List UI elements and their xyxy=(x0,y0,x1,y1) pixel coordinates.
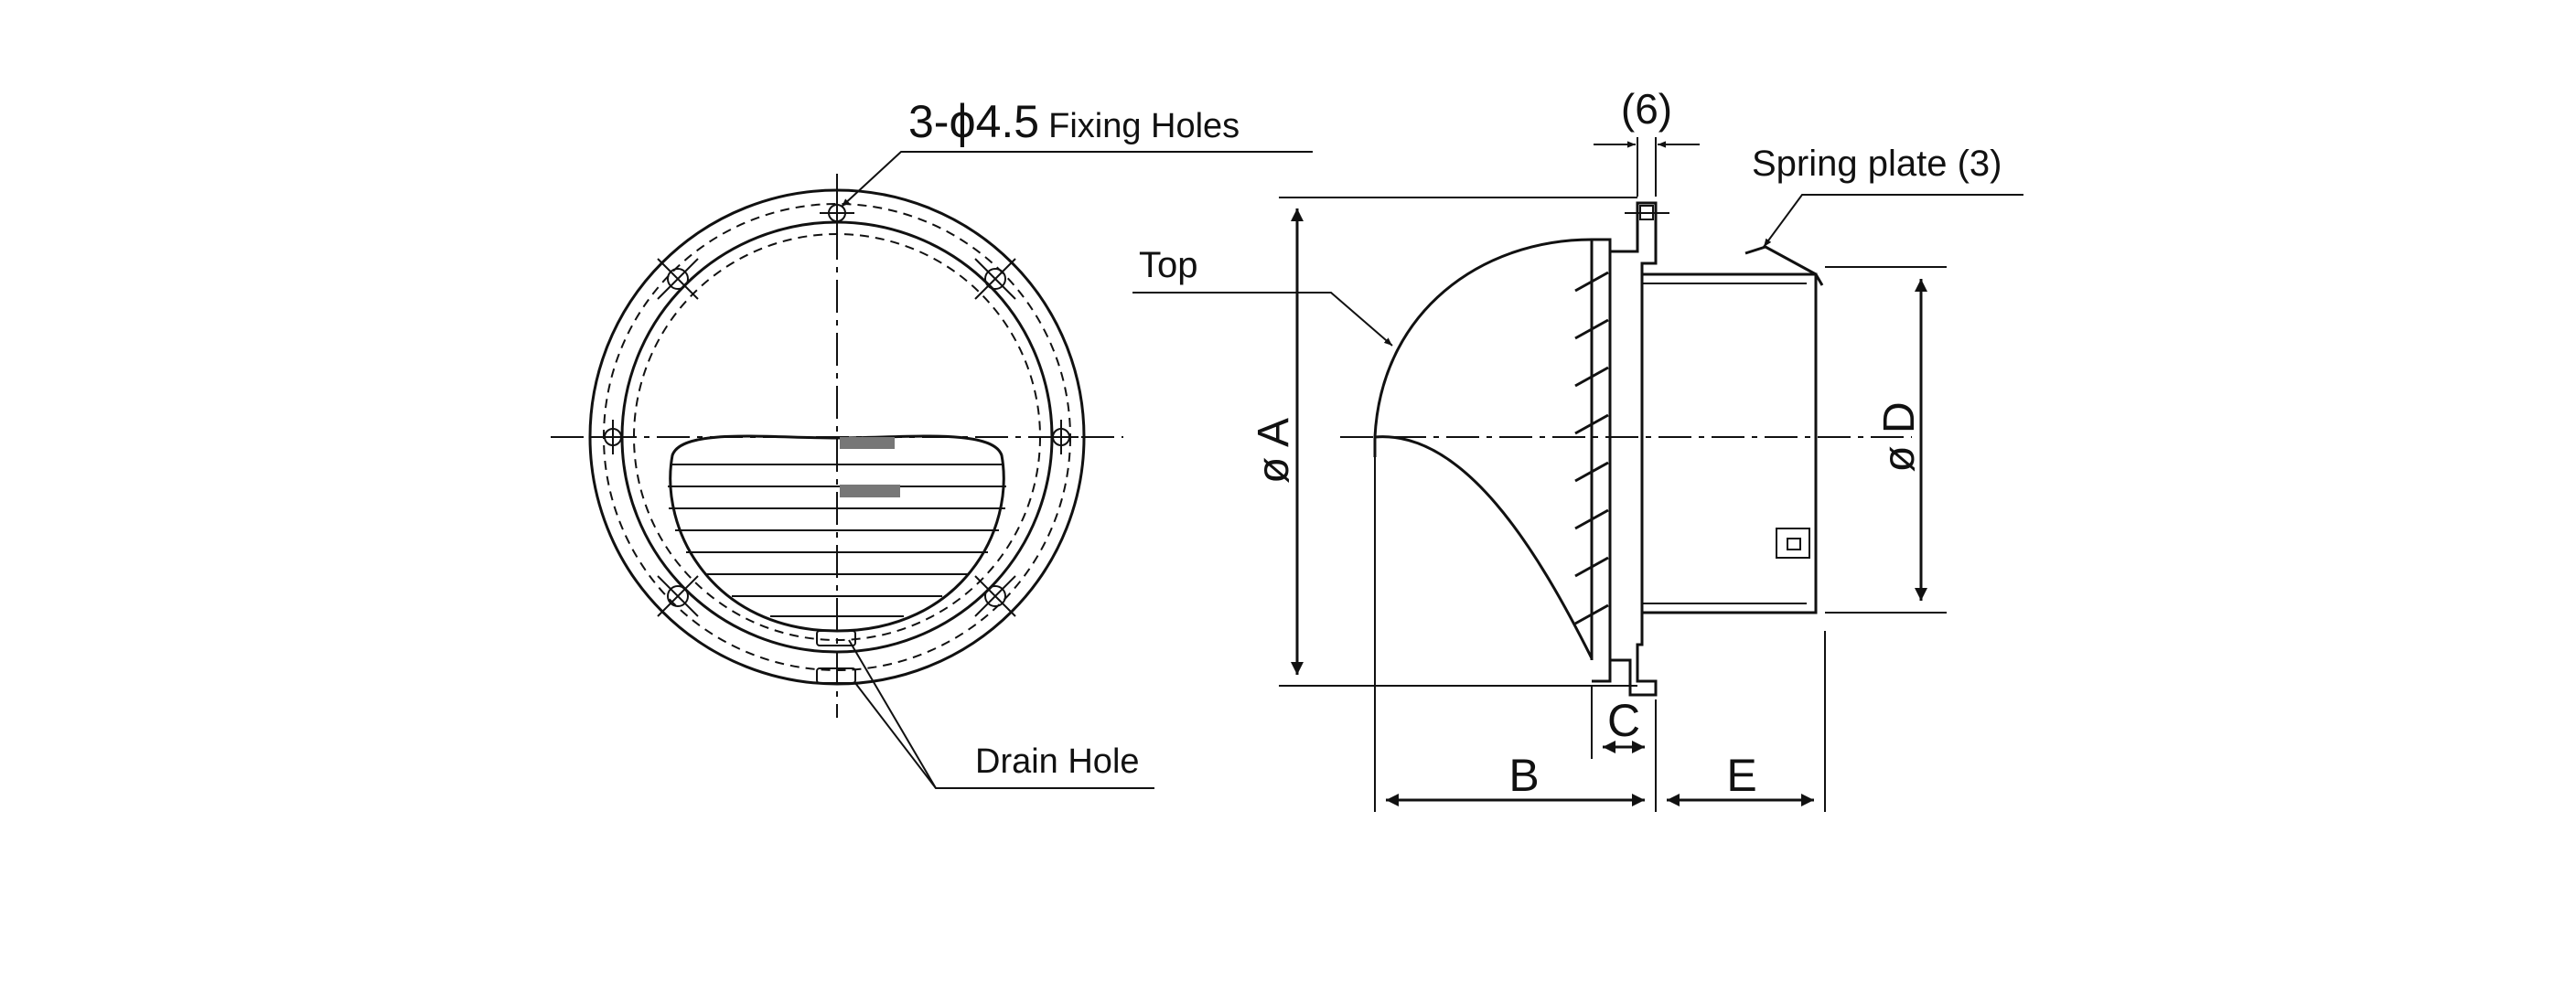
fixing-hole-upper-right xyxy=(984,268,1006,290)
dimension-b: B xyxy=(1374,457,1657,812)
mesh-patch-lower xyxy=(840,485,900,497)
dim-a-label: ø A xyxy=(1250,418,1298,484)
dimension-6: (6) xyxy=(1594,85,1700,197)
fixing-hole-lower-right xyxy=(984,585,1006,607)
dim-b-label: B xyxy=(1508,750,1539,801)
drain-hole-outer xyxy=(816,667,856,684)
side-view: (6) ø A ø D B C xyxy=(1132,85,2023,812)
hood-rim-hidden xyxy=(633,233,1041,641)
spring-plate-label: Spring plate (3) xyxy=(1752,144,2002,184)
dim-c-label: C xyxy=(1607,695,1640,746)
louver-frame xyxy=(1592,238,1612,683)
top-label: Top xyxy=(1139,245,1198,285)
fixing-holes-leader xyxy=(841,151,1313,208)
louver-outline xyxy=(669,434,1005,633)
dim-d-label: ø D xyxy=(1875,401,1924,472)
dimension-c: C xyxy=(1591,686,1645,759)
top-leader xyxy=(1132,292,1393,347)
spring-plate xyxy=(1744,245,1824,286)
drain-hole-label: Drain Hole xyxy=(975,742,1140,781)
spring-clip-slot xyxy=(1776,528,1810,559)
dimension-a: ø A xyxy=(1250,197,1637,687)
drain-leader-inner xyxy=(848,639,937,789)
fixing-text: Fixing Holes xyxy=(1048,107,1240,145)
fixing-hole-lower-left xyxy=(667,585,689,607)
fixing-size: 4.5 xyxy=(976,96,1040,147)
duct-sleeve xyxy=(1642,272,1818,614)
hood-outer-curve xyxy=(1373,238,1593,457)
flange-profile xyxy=(1610,201,1658,697)
fixing-holes xyxy=(596,196,1079,617)
louver-grille xyxy=(668,434,1006,633)
dim-e-label: E xyxy=(1726,750,1756,801)
dimension-d: ø D xyxy=(1825,266,1947,614)
diameter-symbol: ϕ xyxy=(949,95,975,148)
spring-plate-leader xyxy=(1763,194,2023,248)
dim-6-label: (6) xyxy=(1621,85,1672,133)
fixing-prefix: 3- xyxy=(908,96,949,147)
dimension-e: E xyxy=(1667,631,1826,812)
mesh-patch-upper xyxy=(840,437,895,449)
spring-clip-hole xyxy=(1787,538,1801,550)
hood-side-edge xyxy=(1374,435,1594,659)
fixing-hole-upper-left xyxy=(667,268,689,290)
drain-hole-inner xyxy=(816,630,856,646)
louver-slats xyxy=(1574,271,1609,625)
